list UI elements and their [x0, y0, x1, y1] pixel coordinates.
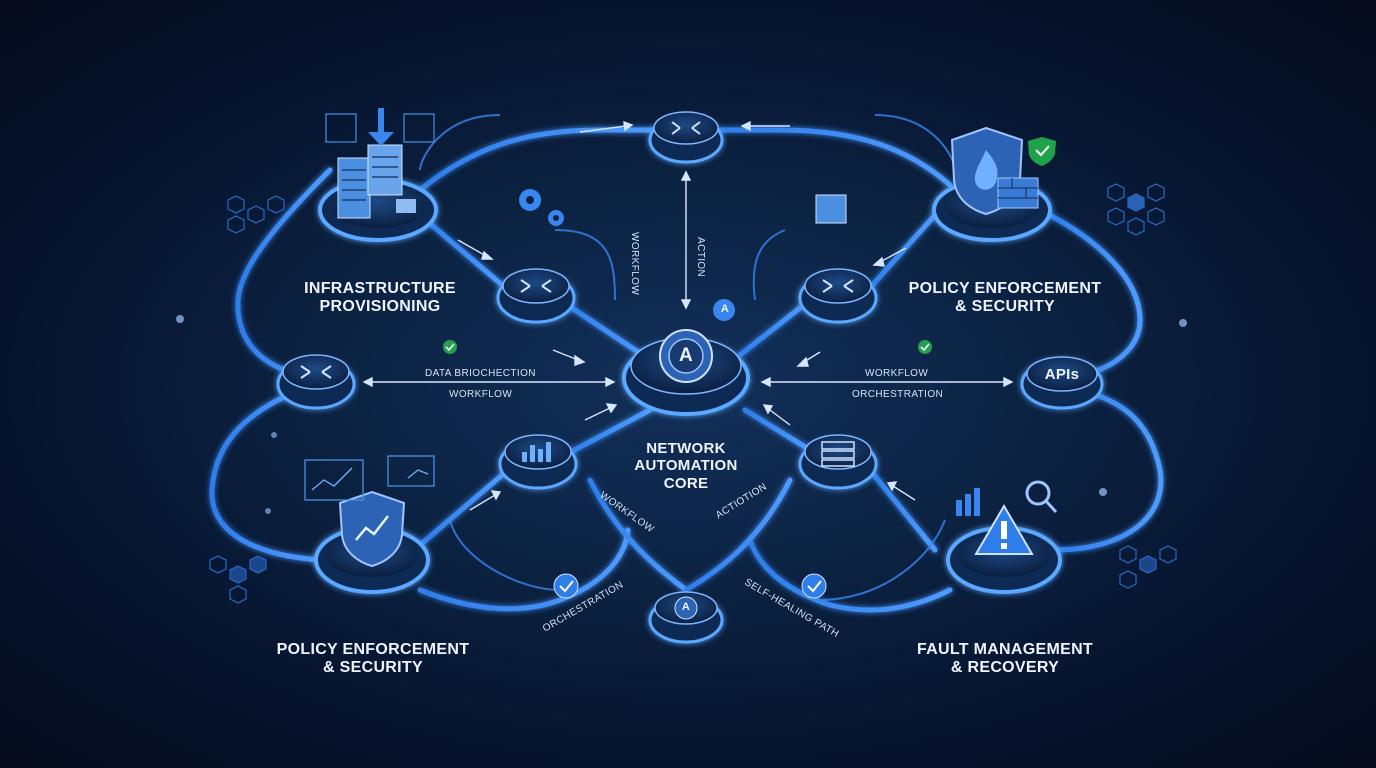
flow-arrows	[362, 120, 1014, 511]
magnifier-icon	[1025, 480, 1058, 514]
check-icon	[443, 340, 457, 354]
action-vertical-label: ACTION	[695, 237, 706, 278]
policy-left-label: POLICY ENFORCEMENT & SECURITY	[268, 641, 478, 678]
router-node-upper-right[interactable]	[798, 268, 878, 324]
check-icon	[801, 573, 827, 599]
router-arrows-icon	[671, 121, 701, 135]
infrastructure-label-line1: INFRASTRUCTURE	[304, 280, 456, 297]
infrastructure-label-line2: PROVISIONING	[319, 298, 441, 316]
apis-node[interactable]	[1020, 356, 1104, 410]
analytics-node[interactable]	[498, 434, 578, 490]
pipe-network	[209, 127, 1164, 613]
server-node[interactable]	[798, 434, 878, 490]
check-badges	[443, 340, 932, 599]
policy-left-label-line2: & SECURITY	[323, 659, 423, 677]
cube-icon	[815, 194, 847, 224]
hex-cluster-bottom-left	[209, 555, 267, 604]
policy-left-label-line1: POLICY ENFORCEMENT	[276, 641, 470, 658]
shield-chart-icon	[338, 490, 406, 568]
gear-icon	[674, 596, 698, 620]
core-label: NETWORK AUTOMATION CORE	[626, 440, 746, 492]
workflow-right-label: WORKFLOW	[865, 368, 929, 379]
policy-right-label-line1: POLICY ENFORCEMENT	[908, 280, 1102, 297]
policy-right-label: POLICY ENFORCEMENT & SECURITY	[900, 280, 1110, 317]
check-shield-icon	[1028, 137, 1056, 166]
policy-security-node-left[interactable]	[304, 455, 435, 594]
check-icon	[553, 573, 579, 599]
fault-label-line1: FAULT MANAGEMENT	[916, 641, 1094, 658]
core-label-line2: AUTOMATION	[634, 457, 738, 475]
glow-dots	[176, 315, 1187, 514]
gears-icon	[519, 189, 735, 321]
router-node-upper-left[interactable]	[496, 268, 576, 324]
gear-icon	[659, 329, 713, 383]
panel-icon	[403, 113, 435, 143]
orchestration-right-label: ORCHESTRATION	[852, 389, 944, 400]
policy-security-node-right[interactable]	[932, 126, 1056, 242]
core-label-line3: CORE	[663, 474, 709, 492]
workflow-vertical-label: WORKFLOW	[629, 232, 640, 296]
fault-label-line2: & RECOVERY	[950, 659, 1060, 677]
router-node-top[interactable]	[648, 111, 724, 164]
data-bidirection-label: DATA BRIOCHECTION	[425, 368, 536, 379]
panel-icon	[325, 113, 357, 143]
router-node-left[interactable]	[276, 354, 356, 410]
infrastructure-label: INFRASTRUCTURE PROVISIONING	[290, 280, 470, 317]
bar-chart-icon	[522, 442, 551, 462]
fault-management-node[interactable]	[946, 480, 1062, 594]
automation-core-node[interactable]	[622, 329, 750, 416]
dashboard-panel-icon	[304, 455, 435, 501]
infrastructure-node[interactable]	[318, 108, 438, 242]
signal-lines	[419, 114, 956, 601]
bottom-badge-letter: A	[681, 601, 691, 613]
gear-badge-letter: A	[720, 303, 730, 315]
server-stack-icon	[337, 144, 416, 219]
hex-cluster-top-left	[227, 195, 285, 234]
router-arrows-icon	[520, 279, 552, 293]
check-icon	[918, 340, 932, 354]
router-arrows-icon	[300, 365, 332, 379]
warning-icon	[974, 504, 1034, 555]
firewall-icon	[997, 177, 1039, 209]
workflow-left-label: WORKFLOW	[449, 389, 513, 400]
core-badge-letter: A	[678, 345, 694, 366]
router-arrows-icon	[822, 279, 854, 293]
apis-label: APIs	[1044, 366, 1080, 383]
hex-cluster-bottom-right	[1119, 545, 1177, 589]
policy-right-label-line2: & SECURITY	[955, 298, 1055, 316]
fault-label: FAULT MANAGEMENT & RECOVERY	[910, 641, 1100, 678]
server-icon	[821, 441, 855, 467]
core-label-line1: NETWORK	[646, 440, 726, 457]
growth-chart-icon	[956, 488, 980, 516]
hex-cluster-top-right	[1107, 183, 1165, 236]
download-arrow-icon	[368, 108, 394, 146]
bottom-automation-node[interactable]	[648, 591, 724, 644]
